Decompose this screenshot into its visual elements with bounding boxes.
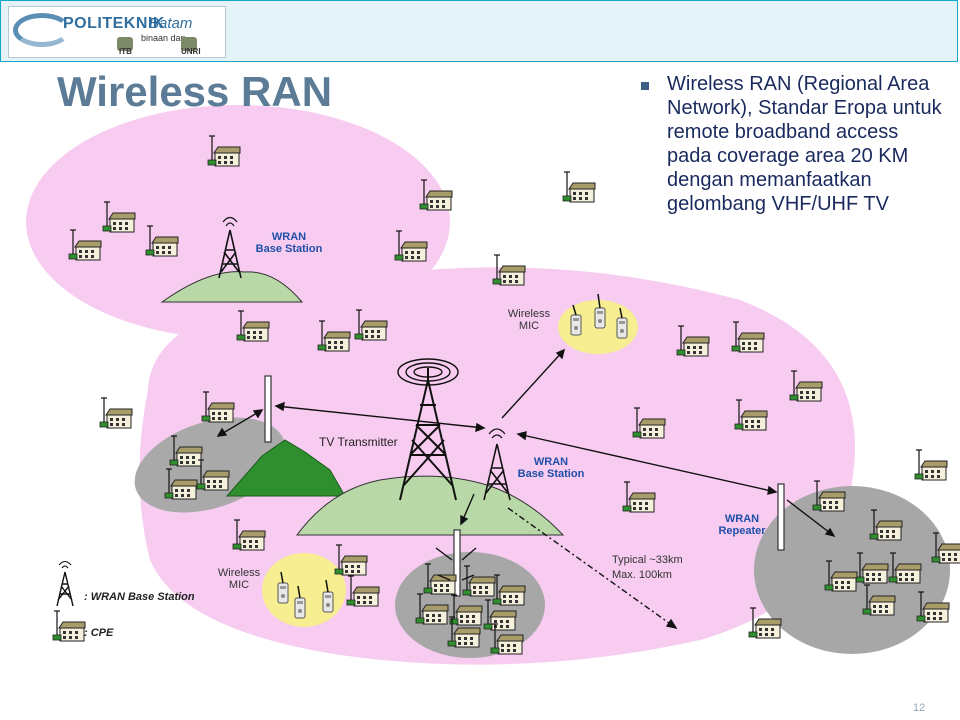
- wireless-mic-bottom-label-1: Wireless: [218, 567, 261, 579]
- politeknik-batam-logo: POLITEKNIK Batam binaan dan ITB UNRI: [8, 6, 226, 58]
- unri-seal-icon: [181, 37, 197, 51]
- bullet-text: Wireless RAN (Regional Area Network), St…: [667, 73, 942, 215]
- tv-transmitter-tower-icon: [397, 358, 459, 501]
- itb-seal-icon: [117, 37, 133, 51]
- logo-partner-line: binaan dan: [141, 33, 186, 43]
- wran-repeater-label-2: Repeater: [718, 525, 766, 537]
- header-bar: POLITEKNIK Batam binaan dan ITB UNRI: [0, 0, 958, 62]
- logo-partner-1: ITB: [119, 47, 132, 56]
- legend-cpe-label: : CPE: [84, 627, 114, 639]
- wran-repeater-icon: [777, 483, 785, 551]
- wran-base-station-center-tower-icon: [483, 428, 511, 501]
- page-number: 12: [913, 702, 926, 714]
- tower-icon: [218, 216, 242, 279]
- wran-base-station-top-label-2: Base Station: [256, 243, 323, 255]
- wireless-links: [216, 348, 836, 630]
- legend-base-station-label: : WRAN Base Station: [84, 591, 195, 603]
- legend-tower-icon: [56, 560, 74, 607]
- wireless-mic-top-label-2: MIC: [519, 320, 539, 332]
- wireless-mic-icon: [277, 571, 334, 619]
- square-bullet-icon: [641, 82, 649, 90]
- logo-partner-2: UNRI: [181, 47, 201, 56]
- hill-center: [296, 475, 565, 536]
- wran-base-station-top-label-1: WRAN: [272, 231, 306, 243]
- tv-transmitter-label: TV Transmitter: [319, 435, 398, 449]
- logo-swoosh-icon: [13, 13, 71, 47]
- wireless-mic-top-label-1: Wireless: [508, 308, 551, 320]
- slide-title: Wireless RAN: [57, 68, 333, 115]
- logo-name-suffix: Batam: [149, 15, 193, 32]
- repeater-bottom-icon: [453, 529, 461, 597]
- repeater-left-icon: [264, 375, 272, 443]
- wireless-mic-icon: [570, 293, 628, 339]
- wran-base-station-center-label-1: WRAN: [534, 456, 568, 468]
- hill-top: [160, 271, 304, 303]
- wran-repeater-label-1: WRAN: [725, 513, 759, 525]
- logo-name: POLITEKNIK: [63, 15, 165, 32]
- wireless-mic-bottom-label-2: MIC: [229, 579, 249, 591]
- typical-range-label: Typical ~33km: [612, 554, 683, 566]
- wran-base-station-center-label-2: Base Station: [518, 468, 585, 480]
- max-range-label: Max. 100km: [612, 569, 672, 581]
